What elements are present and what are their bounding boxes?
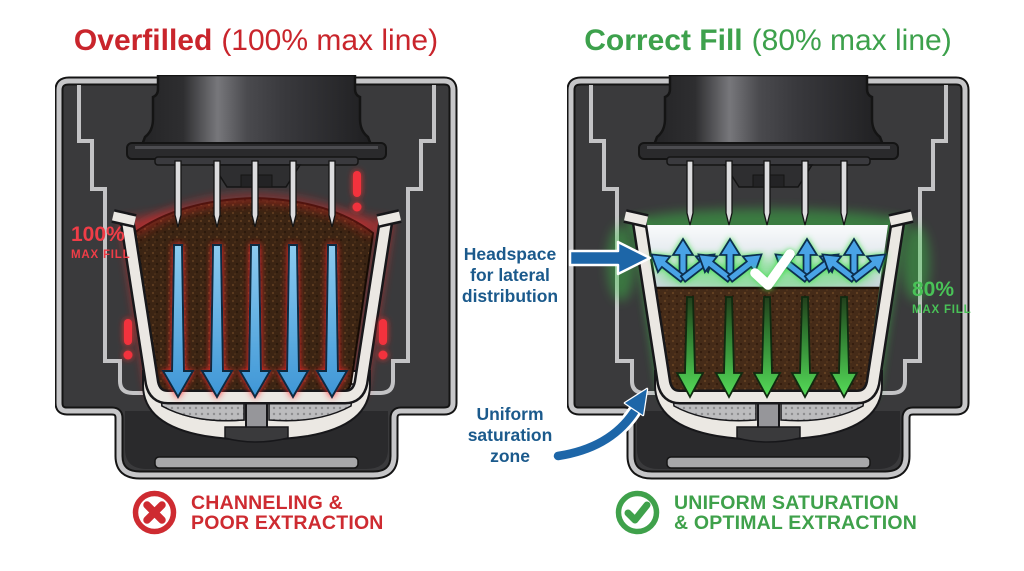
headspace-annotation: Headspace for lateral distribution	[447, 244, 573, 307]
machine-cross-section-overfilled: 100% MAX FILL	[55, 75, 458, 480]
right-verdict: UNIFORM SATURATION & OPTIMAL EXTRACTION	[614, 489, 917, 536]
cutaway-step-right	[358, 85, 436, 395]
piston-assembly	[126, 75, 387, 188]
machine-cross-section-correct-fill: 80% MAX FILL	[567, 75, 971, 480]
right-verdict-text: UNIFORM SATURATION & OPTIMAL EXTRACTION	[674, 493, 917, 533]
cutaway-step-left	[77, 85, 155, 395]
left-title-main: Overfilled	[73, 24, 213, 57]
outlet-notch	[224, 426, 289, 443]
outlet-notch	[736, 426, 801, 443]
headspace-line1: Headspace	[463, 244, 557, 264]
saturation-line3: zone	[490, 446, 530, 466]
channeling-water-arrows	[161, 244, 349, 400]
basin-trim	[666, 456, 871, 469]
left-panel-title: Overfilled(100% max line)	[0, 24, 512, 58]
left-verdict: CHANNELING & POOR EXTRACTION	[131, 489, 384, 536]
piercing-needles	[686, 160, 848, 226]
headspace-line2: for lateral	[470, 265, 550, 285]
basin-trim	[154, 456, 359, 469]
left-verdict-line2: POOR EXTRACTION	[191, 511, 384, 534]
capsule-basket	[111, 209, 402, 405]
right-verdict-line1: UNIFORM SATURATION	[674, 491, 899, 514]
arrow-right-icon	[568, 240, 652, 276]
saturation-line1: Uniform	[476, 404, 544, 424]
left-verdict-line1: CHANNELING &	[191, 491, 343, 514]
lateral-distribution-arrows	[650, 237, 887, 284]
max-fill-value: 100%	[71, 223, 125, 246]
right-verdict-line2: & OPTIMAL EXTRACTION	[674, 511, 918, 534]
max-fill-caption: MAX FILL	[71, 249, 130, 261]
headspace-line3: distribution	[461, 286, 559, 306]
capsule-basket	[623, 209, 914, 405]
max-fill-caption: MAX FILL	[912, 304, 971, 316]
right-title-detail: (80% max line)	[751, 24, 952, 57]
x-circle-icon	[132, 490, 177, 535]
piercing-needles	[174, 160, 336, 228]
left-verdict-text: CHANNELING & POOR EXTRACTION	[191, 493, 384, 533]
right-panel-title: Correct Fill(80% max line)	[512, 24, 1024, 58]
right-title-main: Correct Fill	[584, 24, 743, 57]
saturation-zone-annotation: Uniform saturation zone	[452, 404, 568, 467]
check-circle-icon	[615, 490, 660, 535]
curved-arrow-icon	[552, 387, 649, 463]
saturation-line2: saturation	[467, 425, 553, 445]
cutaway-step-right	[870, 85, 948, 395]
left-title-detail: (100% max line)	[221, 24, 439, 57]
warning-exclamation-icons	[123, 171, 388, 360]
saturation-arrows	[675, 296, 859, 399]
max-fill-value: 80%	[912, 278, 954, 301]
